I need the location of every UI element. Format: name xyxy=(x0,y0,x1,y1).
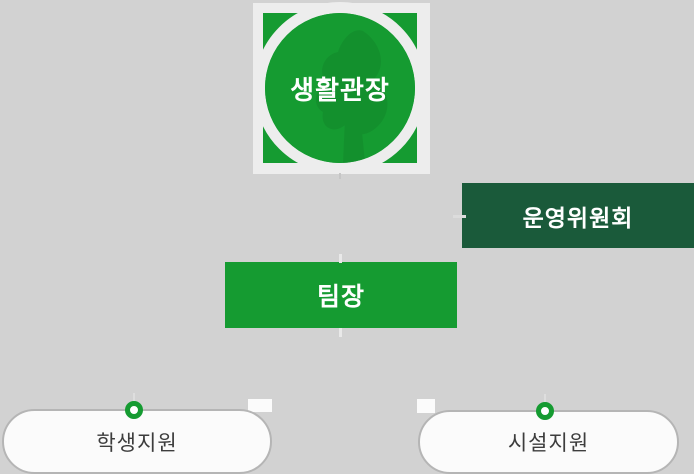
director-node: 생활관장 xyxy=(253,2,430,174)
connector-stub-right xyxy=(544,394,546,403)
department-label-students: 학생지원 xyxy=(96,431,178,455)
committee-label: 운영위원회 xyxy=(522,204,634,231)
department-pill-students: 학생지원 xyxy=(2,409,272,474)
pill-corner-patch-left xyxy=(248,399,272,412)
connector-stub-left xyxy=(133,393,135,402)
committee-box: 운영위원회 xyxy=(462,183,694,248)
leaf-watermark-icon xyxy=(316,30,388,163)
director-label: 생활관장 xyxy=(290,74,390,105)
department-label-facilities: 시설지원 xyxy=(507,432,590,455)
connector-dot-icon xyxy=(536,402,554,420)
connector-tick-committee xyxy=(453,215,466,218)
director-ring xyxy=(254,2,426,174)
connector-tick-above-team xyxy=(339,254,342,263)
team-leader-box: 팀장 xyxy=(225,262,457,328)
team-leader-label: 팀장 xyxy=(316,283,365,311)
department-pill-facilities: 시설지원 xyxy=(418,410,679,474)
director-circle: 생활관장 xyxy=(265,13,415,163)
connector-dot-icon xyxy=(125,401,143,419)
pill-corner-patch-right xyxy=(417,399,435,413)
connector-tick-under-director xyxy=(339,173,341,179)
connector-tick-below-team xyxy=(339,328,342,337)
